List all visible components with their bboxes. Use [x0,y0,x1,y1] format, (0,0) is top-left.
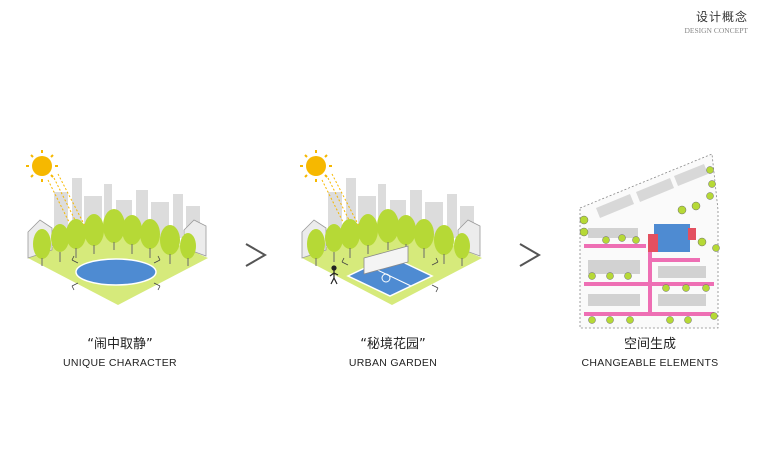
trees [307,209,470,266]
caption-title-cn: “闹中取静” [87,337,153,352]
greater-than-arrow-icon [519,243,541,267]
sun-icon [300,150,332,182]
caption-title-cn: 空间生成 [623,337,676,352]
trees [33,209,196,266]
caption-panel-2: “秘境花园” URBAN GARDEN [293,333,493,369]
caption-title-en: UNIQUE CHARACTER [63,357,177,369]
person-icon [329,265,339,285]
greater-than-arrow-icon [245,243,267,267]
inward-arrows [341,257,439,293]
panel-urban-garden-illustration [300,150,482,305]
top-buildings [596,164,708,218]
panel-unique-character-illustration [26,150,208,305]
header-title-en: DESIGN CONCEPT [684,26,748,35]
pond [75,258,157,286]
trees [579,166,720,324]
page-header: 设计概念 DESIGN CONCEPT [684,8,748,35]
header-title-cn: 设计概念 [695,10,748,24]
pink-circulation-paths [584,244,714,316]
caption-title-en: CHANGEABLE ELEMENTS [581,357,719,369]
inward-arrows [71,255,161,291]
caption-title-cn: “秘境花园” [360,337,426,352]
panel-site-plan-illustration [579,153,720,329]
central-building [648,224,696,252]
caption-panel-3: 空间生成 CHANGEABLE ELEMENTS [550,333,750,369]
residential-blocks [588,228,706,306]
sun-icon [26,150,58,182]
caption-panel-1: “闹中取静” UNIQUE CHARACTER [20,333,220,369]
garden-screen-walls [363,245,409,275]
caption-title-en: URBAN GARDEN [348,357,438,369]
